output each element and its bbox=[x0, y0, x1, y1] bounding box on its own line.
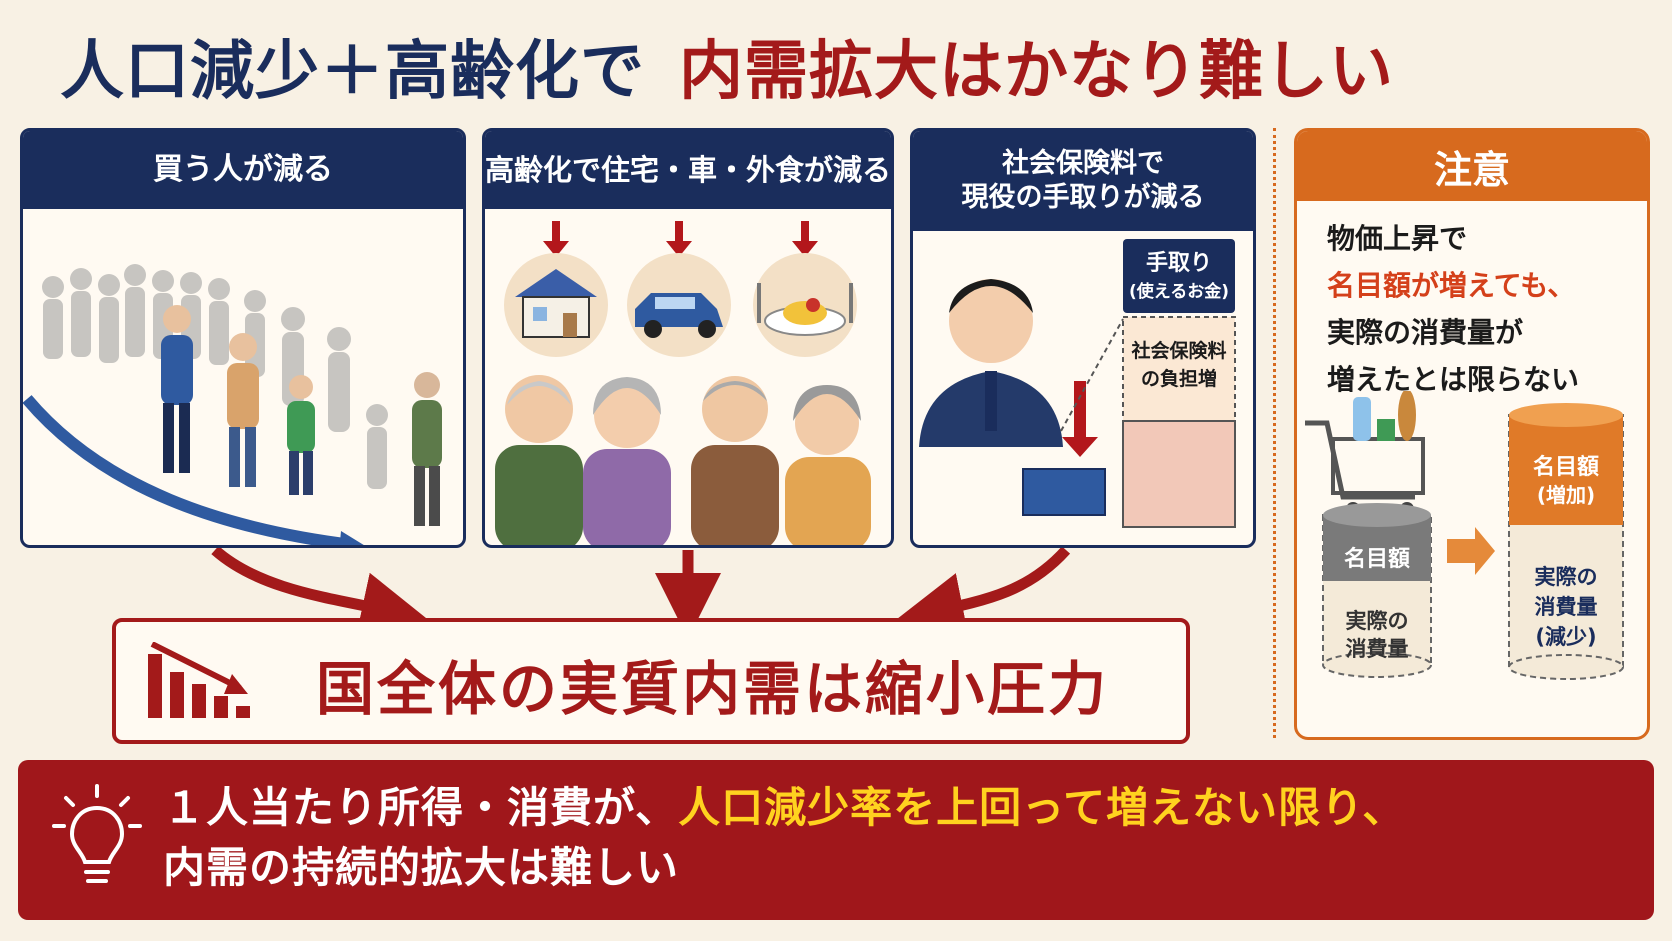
panel-aging-spending: 高齢化で住宅・車・外食が減る bbox=[482, 128, 894, 548]
can1-bottom-label-1: 実際の bbox=[1345, 609, 1409, 633]
panel-social-insurance: 社会保険料で 現役の手取りが減る 手取り (使えるお金) 社会保険料 の負担増 bbox=[910, 128, 1256, 548]
conclusion-banner: １人当たり所得・消費が、人口減少率を上回って増えない限り、 内需の持続的拡大は難… bbox=[18, 760, 1654, 920]
car-icon bbox=[635, 293, 723, 338]
can2-bottom-label-2: 消費量 bbox=[1534, 595, 1598, 619]
shopping-cart-icon bbox=[1305, 391, 1425, 516]
cans-illustration bbox=[1305, 391, 1624, 680]
caution-panel: 注意 物価上昇で 名目額が増えても、 実際の消費量が 増えたとは限らない 名目額… bbox=[1294, 128, 1650, 740]
takehome-label: 手取り bbox=[1145, 251, 1212, 276]
takehome-badge: 手取り (使えるお金) bbox=[1123, 239, 1235, 313]
conclusion-part3: 内需の持続的拡大は難しい bbox=[163, 843, 680, 892]
panel-fewer-buyers: 買う人が減る bbox=[20, 128, 466, 548]
title-part2: 内需拡大はかなり難しい bbox=[679, 35, 1394, 109]
worker-illustration bbox=[919, 279, 1236, 528]
caution-line-3: 実際の消費量が bbox=[1327, 316, 1524, 349]
can1-bottom-label-2: 消費量 bbox=[1345, 637, 1409, 661]
declining-chart-icon bbox=[148, 642, 250, 718]
can2-top-label-2: (増加) bbox=[1536, 483, 1596, 507]
title-part1: 人口減少＋高齢化で bbox=[60, 35, 645, 109]
caution-line-4: 増えたとは限らない bbox=[1327, 363, 1580, 396]
result-box: 国全体の実質内需は縮小圧力 bbox=[112, 618, 1190, 744]
page-title: 人口減少＋高齢化で内需拡大はかなり難しい bbox=[60, 20, 1620, 120]
food-icon bbox=[757, 283, 853, 336]
conclusion-part2: 人口減少率を上回って増えない限り、 bbox=[678, 783, 1406, 832]
panel-heading: 買う人が減る bbox=[23, 131, 463, 209]
house-icon bbox=[515, 269, 597, 338]
can1-top-label: 名目額 bbox=[1343, 547, 1410, 572]
crowd-illustration bbox=[23, 264, 442, 545]
conclusion-text: １人当たり所得・消費が、人口減少率を上回って増えない限り、 内需の持続的拡大は難… bbox=[163, 778, 1643, 898]
insurance-label-2: の負担増 bbox=[1140, 368, 1217, 390]
panel-heading: 高齢化で住宅・車・外食が減る bbox=[485, 131, 891, 209]
insurance-label-1: 社会保険料 bbox=[1131, 340, 1227, 362]
can2-bottom-label-3: (減少) bbox=[1535, 625, 1597, 649]
arrow-right bbox=[897, 546, 1071, 638]
caution-text: 物価上昇で 名目額が増えても、 実際の消費量が 増えたとは限らない bbox=[1297, 201, 1647, 403]
aging-illustration bbox=[495, 221, 871, 545]
lightbulb-icon bbox=[52, 784, 142, 883]
caution-heading: 注意 bbox=[1297, 131, 1647, 201]
caution-line-1: 物価上昇で bbox=[1327, 222, 1468, 255]
arrow-right-icon bbox=[1447, 527, 1495, 575]
wallet-box bbox=[1022, 468, 1106, 516]
caution-line-2: 名目額が増えても、 bbox=[1327, 269, 1576, 302]
panel-heading: 社会保険料で 現役の手取りが減る bbox=[913, 131, 1253, 231]
can2-bottom-label-1: 実際の bbox=[1534, 565, 1598, 589]
can2-top-label-1: 名目額 bbox=[1532, 455, 1599, 480]
dotted-separator bbox=[1273, 128, 1276, 738]
result-text: 国全体の実質内需は縮小圧力 bbox=[316, 655, 1110, 723]
arrow-left bbox=[211, 545, 428, 638]
conclusion-part1: １人当たり所得・消費が、 bbox=[163, 783, 679, 832]
takehome-sub-label: (使えるお金) bbox=[1128, 282, 1230, 302]
